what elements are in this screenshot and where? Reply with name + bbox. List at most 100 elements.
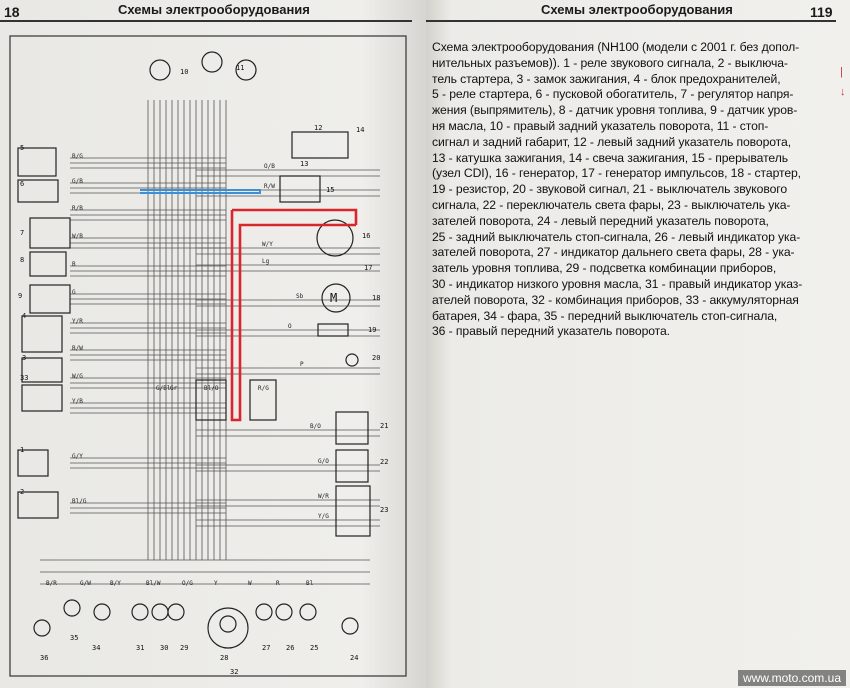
caption-line: 19 - резистор, 20 - звуковой сигнал, 21 … [432, 182, 788, 197]
lamp [167, 603, 185, 621]
wire-label: G [72, 289, 76, 296]
component-box [21, 315, 63, 353]
component-box [29, 251, 67, 277]
lamp [151, 603, 169, 621]
horn [345, 353, 359, 367]
component-number: 15 [326, 186, 334, 194]
wire-label: Gr [170, 385, 178, 392]
wire-label: B/O [310, 423, 321, 430]
component-number: 26 [286, 644, 294, 652]
component-box [21, 384, 63, 412]
caption-line: батарея, 34 - фара, 35 - передний выключ… [432, 308, 778, 323]
wire-label: B/Y [110, 580, 121, 587]
diagram-wire-labels: B/GG/BR/BW/BBGY/RB/WW/GY/BG/YBl/GO/BR/WW… [46, 153, 329, 587]
wire-label: B/W [72, 345, 83, 352]
wire-label: G/O [318, 458, 329, 465]
light-switch [335, 449, 369, 483]
caption-line: (узел CDI), 16 - генератор, 17 - генерат… [432, 166, 801, 181]
lamp [149, 59, 171, 81]
wire-label: G/W [80, 580, 91, 587]
component-number: 31 [136, 644, 144, 652]
component-number: 17 [364, 264, 372, 272]
wire-label: Bl [306, 580, 314, 587]
component-number: 7 [20, 229, 24, 237]
component-number: 20 [372, 354, 380, 362]
component-number: 30 [160, 644, 168, 652]
left-page-header: Схемы электрооборудования [118, 2, 310, 17]
component-number: 3 [22, 354, 26, 362]
component-number: 23 [380, 506, 388, 514]
right-header-rule [426, 20, 836, 22]
component-number: 33 [20, 374, 28, 382]
component-number: 32 [230, 668, 238, 676]
wire-label: B/R [46, 580, 57, 587]
component-number: 25 [310, 644, 318, 652]
ignition-coil [291, 131, 349, 159]
caption-line: 30 - индикатор низкого уровня масла, 31 … [432, 276, 803, 291]
motor-symbol: M [330, 291, 337, 305]
lamp [63, 599, 81, 617]
component-number: 18 [372, 294, 380, 302]
resistor [317, 323, 349, 337]
component-number: 36 [40, 654, 48, 662]
diagram-frame [9, 35, 407, 677]
caption-line: тель стартера, 3 - замок зажигания, 4 - … [432, 71, 781, 86]
caption-line: зателей поворота, 24 - левый передний ук… [432, 213, 769, 228]
right-page-number: 119 [810, 4, 833, 20]
wire-label: Y/R [72, 318, 83, 325]
wire-label: P [300, 361, 304, 368]
diagram-highlights [140, 189, 358, 422]
lamp [235, 59, 257, 81]
component-number: 21 [380, 422, 388, 430]
caption-line: ателей поворота, 32 - комбинация приборо… [432, 292, 799, 307]
caption-line: сигнала, 22 - переключатель света фары, … [432, 197, 791, 212]
lamp [201, 51, 223, 73]
starter-motor [321, 283, 351, 313]
margin-mark: | [840, 66, 843, 78]
cdi-unit [279, 175, 321, 203]
component-number: 5 [20, 144, 24, 152]
component-number: 2 [20, 488, 24, 496]
horn-switch [335, 411, 369, 445]
component-number: 34 [92, 644, 100, 652]
lamp [299, 603, 317, 621]
wire-label: G/B [72, 178, 83, 185]
lamp [131, 603, 149, 621]
component-number: 12 [314, 124, 322, 132]
component-number: 24 [350, 654, 358, 662]
caption-line: затель уровня топлива, 29 - подсветка ко… [432, 261, 777, 276]
turn-switch [335, 485, 371, 537]
component-box [17, 147, 57, 177]
lamp [275, 603, 293, 621]
wire-label: Sb [296, 293, 304, 300]
component-box [17, 491, 59, 519]
wire-label: Y/B [72, 398, 83, 405]
wire-label: R/G [258, 385, 269, 392]
component-number: 9 [18, 292, 22, 300]
component-number: 6 [20, 180, 24, 188]
lamp [33, 619, 51, 637]
caption-line: 25 - задний выключатель стоп-сигнала, 26… [432, 229, 801, 244]
component-number: 4 [22, 312, 26, 320]
wire-label: R/W [264, 183, 275, 190]
component-number: 8 [20, 256, 24, 264]
component-number: 14 [356, 126, 364, 134]
fuel-gauge [207, 607, 249, 649]
wire-label: W [248, 580, 252, 587]
component-number: 16 [362, 232, 370, 240]
component-number: 13 [300, 160, 308, 168]
caption-line: сигнал и задний габарит, 12 - левый задн… [432, 134, 791, 149]
wire-label: Y [214, 580, 218, 587]
component-number: 27 [262, 644, 270, 652]
wire-label: Y/G [318, 513, 329, 520]
caption-line: нительных разъемов)). 1 - реле звукового… [432, 55, 788, 70]
lamp [93, 603, 111, 621]
wire-label: Lg [262, 258, 270, 265]
component-number: 1 [20, 446, 24, 454]
component-box [21, 357, 63, 383]
lamp [341, 617, 359, 635]
wire-label: Bl/O [204, 385, 219, 392]
wire-label: W/B [72, 233, 83, 240]
component-number: 11 [236, 64, 244, 72]
right-page: Схемы электрооборудования 119 Схема элек… [426, 0, 850, 688]
